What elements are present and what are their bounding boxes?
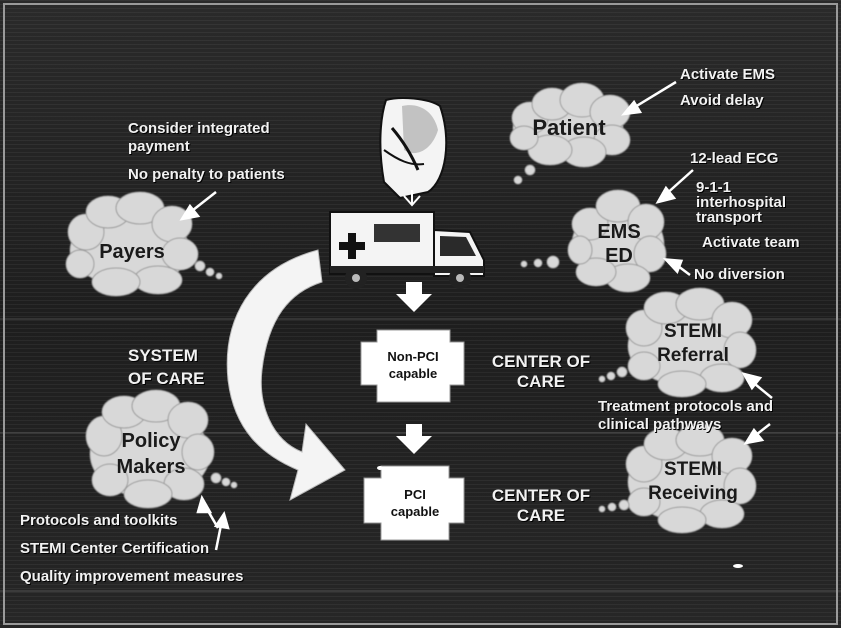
nonpci-center-shape: [360, 329, 465, 403]
system-curve-arrow: [226, 249, 346, 501]
pci-center-label: PCI capable: [372, 486, 458, 520]
nonpci-line2: capable: [388, 366, 438, 381]
speck: [377, 466, 383, 470]
ambulance-icon: [329, 190, 485, 289]
ems-ed-cloud: [520, 189, 667, 293]
care-text: CARE: [516, 506, 566, 525]
stemi-referral-line1: STEMI: [663, 321, 723, 342]
note-payment: payment: [128, 138, 190, 155]
patient-cloud: [509, 82, 631, 185]
scan-line: [0, 590, 841, 592]
scan-line: [0, 318, 841, 320]
note-no-diversion: No diversion: [694, 266, 785, 283]
pci-center-shape: [363, 465, 465, 541]
ems-ed-label: EMS ED: [584, 220, 654, 268]
nonpci-center-label: Non-PCI capable: [370, 348, 456, 382]
note-transport: transport: [696, 209, 762, 226]
stemi-receiving-line1: STEMI: [663, 459, 723, 480]
speck: [733, 564, 743, 568]
patient-figure: [379, 97, 448, 200]
note-quality-improvement: Quality improvement measures: [20, 568, 244, 585]
pci-line1: PCI: [404, 487, 426, 502]
down-arrow: [396, 282, 432, 312]
note-stemi-certification: STEMI Center Certification: [20, 540, 210, 557]
note-consider-integrated: Consider integrated: [128, 120, 270, 137]
of-care-text: OF CARE: [128, 369, 205, 388]
stemi-receiving-line2: Receiving: [648, 483, 738, 504]
stemi-receiving-label: STEMI Receiving: [638, 458, 748, 506]
nonpci-line1: Non-PCI: [387, 349, 439, 364]
policy-makers-cloud: [85, 389, 238, 509]
stemi-referral-cloud: [598, 287, 757, 398]
center-of-care-nonpci: CENTER OF CARE: [482, 352, 600, 392]
payers-cloud: [65, 191, 223, 297]
note-clinical-pathways: clinical pathways: [598, 416, 722, 433]
note-no-penalty: No penalty to patients: [128, 166, 285, 183]
care-text: CARE: [516, 372, 566, 391]
system-text: SYSTEM: [128, 346, 198, 365]
center-of-care-pci: CENTER OF CARE: [482, 486, 600, 526]
payers-label: Payers: [99, 241, 165, 263]
center-of-text: CENTER OF: [491, 352, 591, 371]
ed-label: ED: [605, 245, 633, 267]
note-activate-team: Activate team: [702, 234, 800, 251]
policy-makers-label: Policy Makers: [96, 428, 206, 480]
note-avoid-delay: Avoid delay: [680, 92, 764, 109]
note-interhospital: interhospital: [696, 194, 787, 211]
system-of-care-label: SYSTEM OF CARE: [128, 344, 205, 390]
note-protocols-toolkits: Protocols and toolkits: [20, 512, 178, 529]
policy-label: Policy: [121, 430, 181, 452]
ems-label: EMS: [597, 221, 641, 243]
makers-label: Makers: [116, 456, 186, 478]
stemi-referral-label: STEMI Referral: [638, 320, 748, 368]
annotation-arrows: [179, 80, 773, 551]
pci-line2: capable: [390, 504, 440, 519]
note-911: 9-1-1: [696, 179, 732, 196]
stemi-referral-line2: Referral: [657, 345, 729, 366]
center-of-text: CENTER OF: [491, 486, 591, 505]
note-activate-ems: Activate EMS: [680, 66, 776, 83]
stemi-receiving-cloud: [598, 423, 757, 534]
patient-label: Patient: [532, 115, 606, 140]
down-arrow: [396, 424, 432, 454]
note-12-lead-ecg: 12-lead ECG: [690, 150, 779, 167]
note-treatment-protocols: Treatment protocols and: [598, 398, 774, 415]
